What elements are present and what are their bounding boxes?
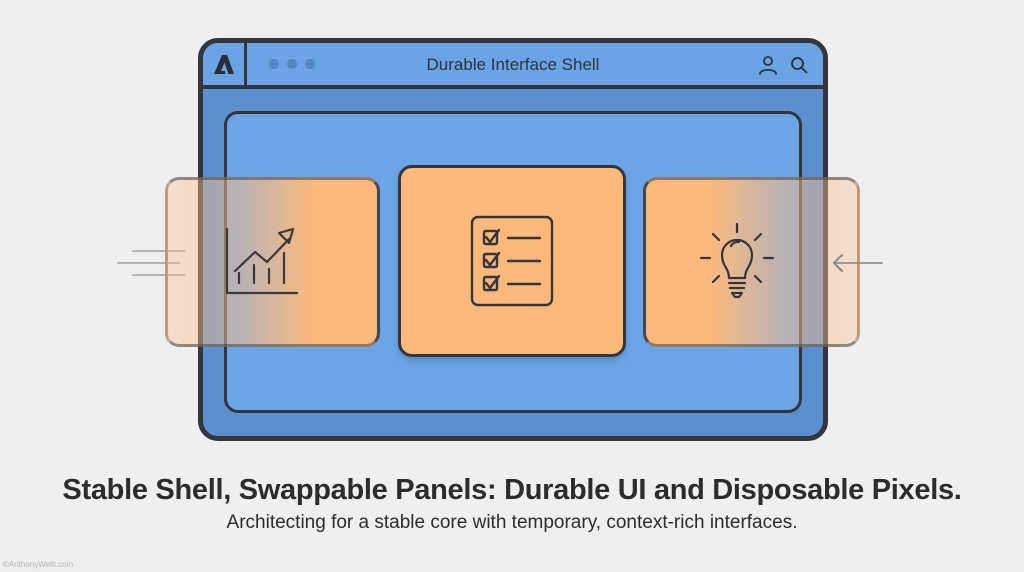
checklist-icon xyxy=(470,215,554,307)
growth-chart-icon xyxy=(225,227,298,295)
caption-subline: Architecting for a stable core with temp… xyxy=(226,512,798,533)
window-title: Durable Interface Shell xyxy=(426,55,600,74)
window-dots xyxy=(269,59,315,69)
credit-text: ©AnthonyWelti.com xyxy=(3,560,74,569)
search-icon[interactable] xyxy=(789,55,809,75)
panel-center-active[interactable] xyxy=(398,165,626,357)
panel-left-outgoing[interactable] xyxy=(165,177,380,347)
logo-a-icon xyxy=(213,55,234,74)
app-logo[interactable] xyxy=(203,43,247,85)
dot-icon xyxy=(269,59,279,69)
caption-headline: Stable Shell, Swappable Panels: Durable … xyxy=(62,474,962,506)
dot-icon xyxy=(287,59,297,69)
arrow-left-icon xyxy=(833,254,883,272)
lightbulb-icon xyxy=(699,222,774,299)
dot-icon xyxy=(305,59,315,69)
user-icon[interactable] xyxy=(757,54,779,76)
panel-right-incoming[interactable] xyxy=(643,177,860,347)
title-bar: Durable Interface Shell xyxy=(203,43,823,89)
